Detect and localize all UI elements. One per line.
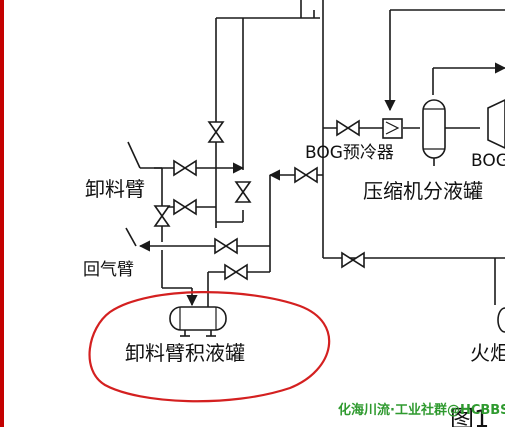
knockout-drum-symbol — [422, 99, 446, 166]
valve-arm-left-vertical — [153, 205, 171, 227]
valve-top-vertical — [207, 121, 225, 143]
drain-tank-symbol — [169, 306, 227, 337]
label-figure-cut: 图1 — [450, 405, 489, 427]
flare-symbol — [497, 307, 505, 333]
valve-return-gas — [214, 237, 238, 255]
valve-arm-bypass — [173, 198, 197, 216]
return-gas-arm-symbol — [125, 227, 137, 247]
label-return-gas-arm: 回气臂 — [83, 260, 134, 280]
valve-drain-outlet — [224, 263, 248, 281]
label-bog-cut: BOG — [471, 151, 505, 171]
label-compressor-knockout-drum: 压缩机分液罐 — [363, 179, 483, 203]
left-edge-bar — [0, 0, 4, 427]
bog-precooler-symbol — [382, 118, 403, 139]
valve-liquid-line — [173, 159, 197, 177]
compressor-symbol — [487, 99, 505, 149]
highlight-ellipse — [88, 291, 331, 403]
unloading-arm-symbol — [127, 141, 162, 169]
valve-bog-return — [294, 166, 318, 184]
label-flare-cut: 火炬 — [470, 341, 505, 365]
label-unloading-arm: 卸料臂 — [85, 177, 145, 201]
label-drain-tank: 卸料臂积液罐 — [125, 341, 245, 365]
watermark: 化海川流·工业社群@HCBBS — [338, 402, 505, 418]
valve-precooler-inlet — [336, 119, 360, 137]
label-bog-precooler: BOG预冷器 — [305, 143, 394, 163]
valve-mid-vertical — [234, 181, 252, 203]
valve-bottom-bog — [341, 251, 365, 269]
